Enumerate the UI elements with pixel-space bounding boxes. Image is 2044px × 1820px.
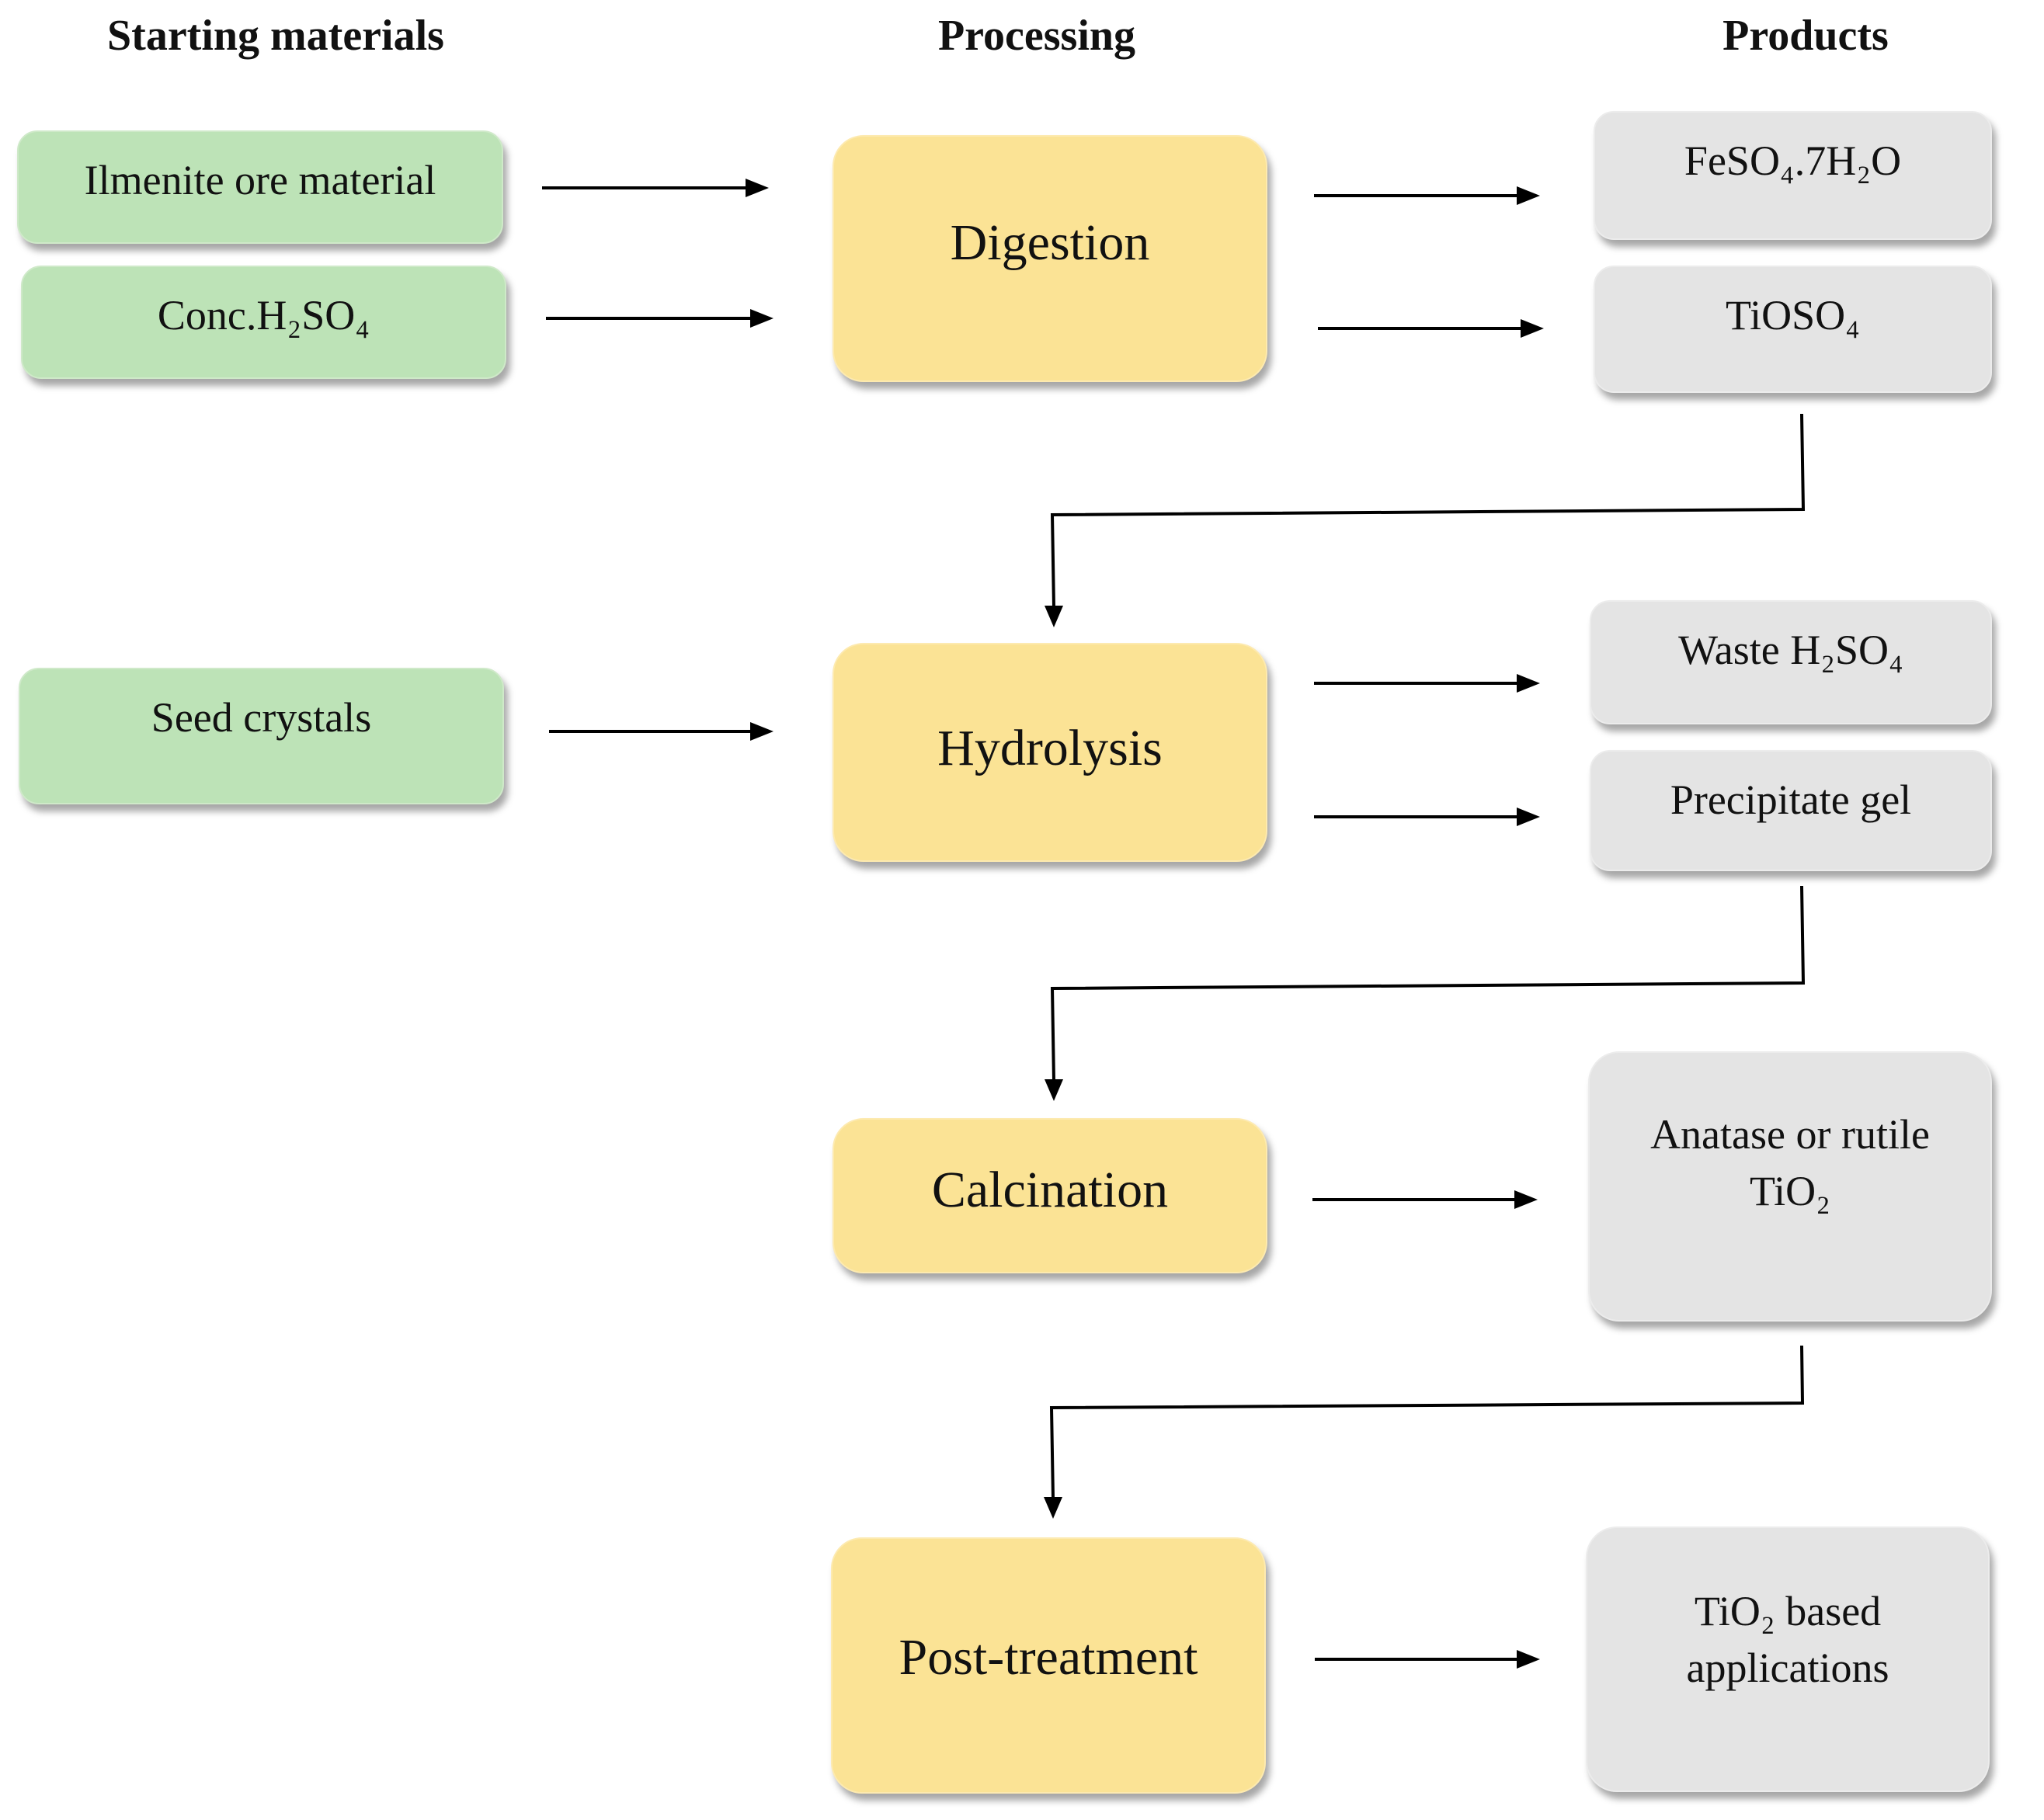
label-post-treatment: Post-treatment	[899, 1629, 1198, 1686]
label-applications-line2: applications	[1686, 1645, 1889, 1691]
label-seed-crystals: Seed crystals	[151, 694, 372, 741]
label-ilmenite-ore: Ilmenite ore material	[84, 157, 436, 203]
box-tio2-applications: TiO₂ based applications	[1586, 1527, 1990, 1792]
label-conc-h2so4: Conc.H₂SO₄	[157, 292, 370, 339]
box-calcination: Calcination	[833, 1118, 1267, 1273]
label-anatase-rutile-line1: Anatase or rutile	[1650, 1111, 1930, 1158]
label-applications-line1: TiO₂ based	[1694, 1588, 1882, 1635]
box-ilmenite-ore: Ilmenite ore material	[17, 130, 503, 244]
box-tioso4: TiOSO₄	[1594, 266, 1992, 393]
box-precipitate-gel: Precipitate gel	[1590, 750, 1992, 871]
box-digestion: Digestion	[833, 135, 1267, 382]
box-feso4: FeSO₄.7H₂O	[1594, 111, 1992, 240]
label-feso4: FeSO₄.7H₂O	[1684, 137, 1902, 184]
header-processing: Processing	[937, 12, 1136, 60]
box-waste-h2so4: Waste H₂SO₄	[1590, 600, 1992, 724]
label-precipitate-gel: Precipitate gel	[1670, 776, 1912, 823]
label-calcination: Calcination	[931, 1161, 1169, 1218]
box-conc-h2so4: Conc.H₂SO₄	[21, 266, 506, 379]
label-anatase-rutile-line2: TiO₂	[1750, 1168, 1830, 1214]
box-post-treatment: Post-treatment	[831, 1537, 1266, 1794]
label-tioso4: TiOSO₄	[1726, 292, 1860, 339]
box-anatase-rutile-tio2: Anatase or rutile TiO₂	[1588, 1051, 1992, 1322]
label-tio2-applications: TiO₂ based applications	[1687, 1583, 1889, 1697]
arrow-tioso4-to-hydrolysis	[1050, 413, 1806, 608]
label-digestion: Digestion	[950, 214, 1150, 272]
header-starting-materials: Starting materials	[107, 12, 444, 60]
arrow-precipitate-to-calcination	[1050, 885, 1806, 1082]
label-waste-h2so4: Waste H₂SO₄	[1678, 627, 1903, 673]
box-seed-crystals: Seed crystals	[19, 668, 504, 804]
header-products: Products	[1722, 12, 1889, 60]
label-anatase-rutile-tio2: Anatase or rutile TiO₂	[1650, 1106, 1930, 1220]
arrow-tio2-to-post	[1049, 1345, 1805, 1499]
label-hydrolysis: Hydrolysis	[937, 720, 1163, 777]
box-hydrolysis: Hydrolysis	[833, 643, 1267, 862]
